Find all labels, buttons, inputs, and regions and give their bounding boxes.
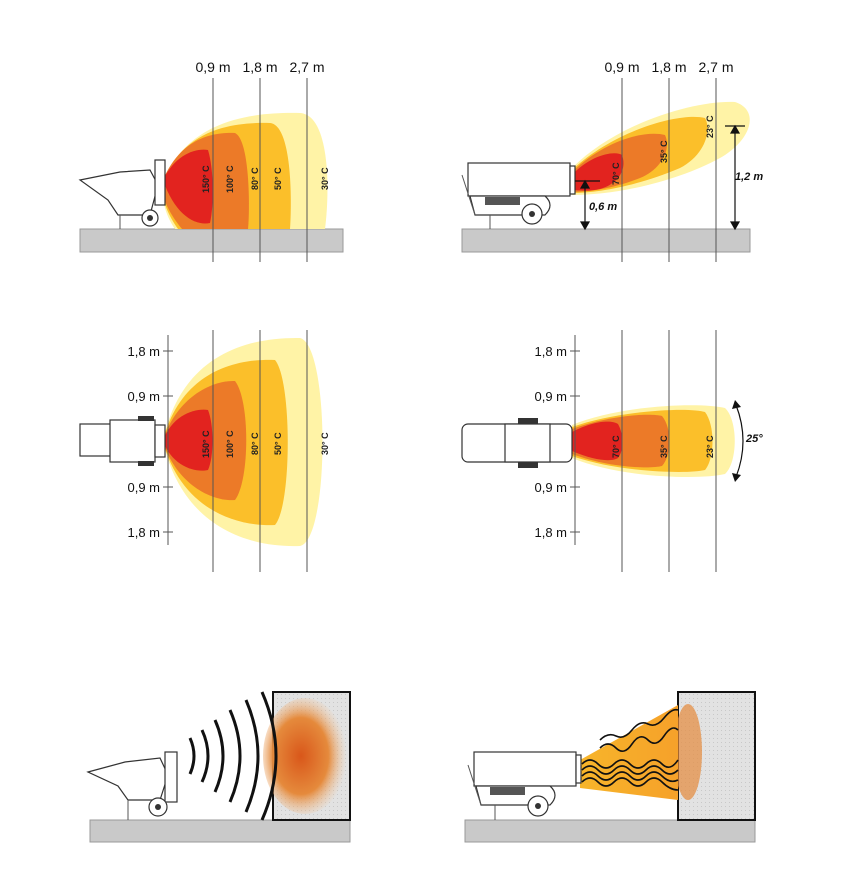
scale-label: 1,8 m [534,344,567,359]
temp-label: 30° C [320,167,330,190]
temp-label: 50° C [273,167,283,190]
radiant-wave-illustration [86,691,351,843]
forced-air-top-view: 1,8 m 0,9 m 0,9 m 1,8 m 70° C 35° C 23° … [461,330,763,572]
radiant-top-view: 1,8 m 0,9 m 0,9 m 1,8 m 150° C 100° C 80… [79,330,330,572]
radiant-heater-icon [78,159,166,229]
scale-label: 1,8 m [127,525,160,540]
temp-label: 30° C [320,432,330,455]
distance-label: 1,8 m [242,59,277,75]
temp-label: 80° C [250,167,260,190]
ground [461,228,751,253]
radiant-waves-icon [188,691,278,821]
plume-height-arrow [725,124,745,231]
scale-label: 0,9 m [127,480,160,495]
temp-label: 35° C [659,435,669,458]
hot-air-waves-icon [581,708,679,791]
zone-150c [163,149,213,224]
temp-label: 150° C [201,430,211,458]
temp-label: 80° C [250,432,260,455]
temp-label: 23° C [705,115,715,138]
forced-air-illustration [464,691,756,843]
scale-label: 1,8 m [534,525,567,540]
radiant-side-view: 0,9 m 1,8 m 2,7 m 150° C 100° C 80° C 50… [78,59,344,262]
distance-label: 2,7 m [289,59,324,75]
radiant-heater-top-icon [79,416,166,466]
temp-label: 50° C [273,432,283,455]
temp-label: 35° C [659,140,669,163]
temp-label: 150° C [201,165,211,193]
temp-label: 70° C [611,162,621,185]
temp-label: 23° C [705,435,715,458]
hot-air-stream [580,705,678,800]
forced-air-heater-icon [461,162,576,229]
plume-height-label: 1,2 m [735,171,763,183]
spread-angle-label: 25° [745,433,763,445]
scale-label: 0,9 m [534,389,567,404]
distance-label: 0,9 m [604,59,639,75]
forced-air-heater-icon [467,751,582,820]
spread-angle-arrow [732,400,744,482]
ground [79,228,344,253]
distance-label: 0,9 m [195,59,230,75]
heated-area [263,698,347,814]
temp-label: 100° C [225,430,235,458]
forced-air-side-view: 0,9 m 1,8 m 2,7 m 70° C 35° C 23° C 0,6 … [461,59,763,262]
scale-label: 0,9 m [127,389,160,404]
radiant-heater-icon [86,751,178,820]
outlet-height-label: 0,6 m [589,201,617,213]
heated-area [674,704,702,800]
forced-air-heater-top-icon [461,418,573,468]
distance-label: 2,7 m [698,59,733,75]
distance-label: 1,8 m [651,59,686,75]
temp-label: 70° C [611,435,621,458]
scale-label: 0,9 m [534,480,567,495]
outlet-height-arrow [575,179,600,231]
scale-label: 1,8 m [127,344,160,359]
temp-label: 100° C [225,165,235,193]
